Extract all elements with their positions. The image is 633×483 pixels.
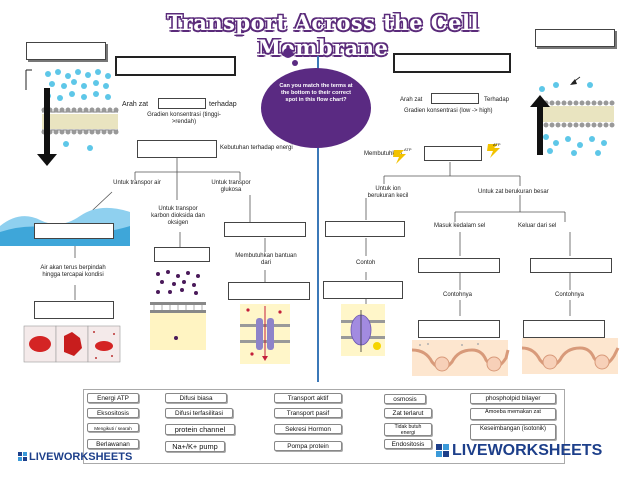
tile-difusi-biasa[interactable]: Difusi biasa [165, 393, 227, 403]
brand-liveworksheets-left: LIVEWORKSHEETS [29, 451, 133, 463]
tile-keseimbangan-isotonik[interactable]: Keseimbangan (isotonik) [470, 424, 556, 440]
tile-zat-terlarut[interactable]: Zat terlarut [384, 408, 432, 418]
label-zat-besar: Untuk zat berukuran besar [478, 189, 549, 195]
right-flow-lines [365, 162, 571, 316]
answer-box-energi-atp[interactable] [424, 146, 482, 161]
atp-label-left: ATP [404, 147, 412, 152]
label-gradien-left: Gradien konsentrasi (tinggi->rendah) [147, 112, 221, 125]
answer-box-energy-left[interactable] [137, 140, 217, 158]
tile-pompa-protein[interactable]: Pompa protein [274, 441, 342, 451]
atp-graphics [393, 144, 500, 164]
label-contohnya-masuk: Contohnya [443, 292, 473, 298]
label-keluar-sel: Keluar dari sel [518, 223, 557, 229]
answer-box-osmosis[interactable] [34, 223, 114, 239]
passive-diffusion-diagram [25, 69, 119, 166]
label-contoh: Contoh [356, 260, 376, 266]
label-terhadap-left: terhadap [209, 101, 237, 108]
tile-phospholipid-bilayer[interactable]: phospholpid bilayer [470, 393, 556, 404]
tile-na-k-pump[interactable]: Na+/K+ pump [165, 441, 225, 452]
label-arah-zat-left: Arah zat [122, 101, 149, 108]
answer-box-protein-channel[interactable] [228, 282, 310, 300]
tile-energi-atp[interactable]: Energi ATP [87, 393, 139, 403]
label-contohnya-keluar: Contohnya [555, 292, 585, 298]
answer-box-na-k-pump[interactable] [323, 281, 403, 299]
answer-box-sekresi-hormon[interactable] [523, 320, 605, 338]
answer-box-right-heading[interactable] [393, 53, 511, 73]
answer-box-arah-left[interactable] [158, 98, 206, 109]
tile-amoeba-memakan-zat[interactable]: Amoeba memakan zat [470, 408, 556, 420]
label-gradien-right: Gradien konsentrasi (low -> high) [404, 108, 493, 114]
label-kebutuhan-energi: Kebutuhan terhadap energi [220, 145, 293, 151]
tile-endositosis[interactable]: Endositosis [384, 439, 432, 449]
answer-box-amoeba[interactable] [418, 320, 500, 338]
label-air-pindah: Air akan terus berpindah hingga tercapai… [40, 265, 106, 278]
tile-transport-pasif[interactable]: Transport pasif [274, 408, 342, 418]
brand-liveworksheets-right: LIVEWORKSHEETS [452, 442, 603, 459]
label-transpor-gas: Untuk transpor karbon dioksida dan oksig… [151, 206, 205, 226]
answer-box-arah-right[interactable] [431, 93, 479, 104]
bubble-dot [283, 48, 293, 58]
label-arah-zat-right: Arah zat [400, 97, 423, 103]
label-membutuhkan: Membutuhkan [364, 151, 403, 157]
red-blood-cell-image [23, 325, 121, 363]
answer-box-isotonik[interactable] [34, 301, 114, 319]
instruction-bubble [261, 68, 371, 148]
tile-sekresi-hormon[interactable]: Sekresi Hormon [274, 424, 342, 434]
active-transport-diagram [530, 76, 615, 156]
simple-diffusion-image [150, 270, 206, 350]
label-ion-kecil: Untuk ion berukuran kecil [367, 186, 409, 199]
tile-eksositosis[interactable]: Eksositosis [87, 408, 139, 418]
sodium-potassium-pump-image [341, 304, 385, 356]
atp-label-right: ATP [493, 142, 501, 147]
center-divider [317, 56, 319, 382]
tile-tidak-butuh-energi[interactable]: Tidak butuh energi [384, 423, 432, 436]
answer-box-pompa-protein[interactable] [325, 221, 405, 237]
liveworksheets-logo-icon-large [436, 444, 449, 457]
page-title: Transport Across the Cell Membrane [167, 10, 479, 60]
tile-osmosis[interactable]: osmosis [384, 394, 426, 404]
answer-box-difusi-terfasilitasi[interactable] [224, 222, 306, 237]
endocytosis-image [411, 340, 510, 376]
answer-box-difusi-biasa[interactable] [154, 247, 210, 262]
answer-box-active-top[interactable] [535, 29, 615, 47]
answer-box-endositosis[interactable] [418, 258, 500, 273]
tile-protein-channel[interactable]: protein channel [165, 424, 235, 435]
facilitated-diffusion-image [240, 304, 290, 364]
label-terhadap-right: Terhadap [484, 97, 510, 103]
label-bantuan: Membutuhkan bantuan dari [235, 253, 297, 266]
tile-mengikuti-searah[interactable]: Mengikuti / searah [87, 423, 139, 432]
bubble-dot [292, 60, 298, 66]
tile-berlawanan[interactable]: Berlawanan [87, 439, 139, 449]
label-transpor-air: Untuk transpor air [113, 180, 161, 186]
liveworksheets-logo-icon [18, 452, 27, 461]
label-transpor-glukosa: Untuk transpor glukosa [211, 180, 251, 193]
answer-box-passive-top[interactable] [26, 42, 106, 60]
tile-transport-aktif[interactable]: Transport aktif [274, 393, 342, 403]
answer-box-left-heading[interactable] [115, 56, 236, 76]
answer-box-eksositosis[interactable] [530, 258, 612, 273]
exocytosis-image [521, 338, 620, 374]
label-masuk-sel: Masuk kedalam sel [434, 223, 486, 229]
tile-difusi-terfasilitasi[interactable]: Difusi terfasilitasi [165, 408, 233, 418]
instruction-text: Can you match the terms at the bottom to… [279, 83, 353, 103]
